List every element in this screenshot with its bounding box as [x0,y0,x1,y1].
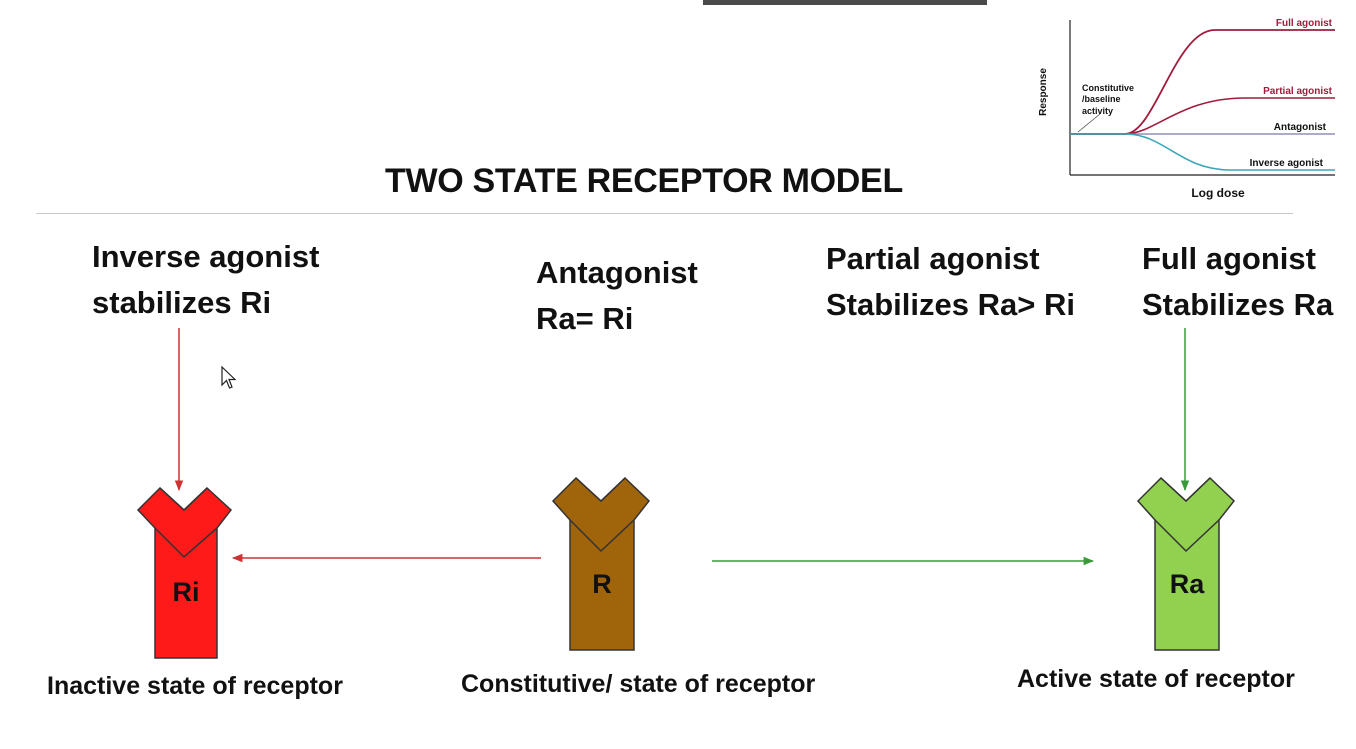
antagonist-curve-label: Antagonist [1274,122,1327,133]
title-divider [36,213,1293,214]
baseline-annotation-1: Constitutive [1082,83,1134,93]
inset-xlabel: Log dose [1191,186,1245,200]
inverse-agonist-label: Inverse agonist stabilizes Ri [92,234,319,326]
full-agonist-curve-label: Full agonist [1276,18,1333,29]
baseline-annotation-2: /baseline [1082,94,1121,104]
r-symbol: R [592,569,612,599]
page-title: TWO STATE RECEPTOR MODEL [385,162,903,200]
constitutive-caption: Constitutive/ state of receptor [461,670,816,698]
full-agonist-line2: Stabilizes Ra [1142,287,1334,322]
inactive-receptor: Ri [136,486,233,659]
active-receptor: Ra [1136,476,1236,651]
partial-agonist-line1: Partial agonist [826,241,1040,276]
baseline-annotation-3: activity [1082,106,1113,116]
partial-agonist-label: Partial agonist Stabilizes Ra> Ri [826,236,1075,328]
baseline-pointer [1077,113,1101,133]
inverse-agonist-curve-label: Inverse agonist [1250,158,1324,169]
inverse-agonist-curve [1070,133,1335,171]
active-caption: Active state of receptor [1017,665,1295,693]
inverse-agonist-line2: stabilizes Ri [92,285,272,320]
inverse-agonist-line1: Inverse agonist [92,239,320,274]
partial-agonist-curve-label: Partial agonist [1263,86,1333,97]
partial-agonist-line2: Stabilizes Ra> Ri [826,287,1075,322]
dose-response-inset: Response Log dose Constitutive /baseline… [1038,18,1335,200]
antagonist-label: Antagonist Ra= Ri [536,250,698,342]
constitutive-receptor: R [551,476,651,651]
full-agonist-curve [1070,29,1335,135]
top-bar [703,0,987,5]
antagonist-line1: Antagonist [536,255,698,290]
inactive-caption: Inactive state of receptor [47,672,343,700]
full-agonist-line1: Full agonist [1142,241,1316,276]
inset-ylabel: Response [1038,68,1049,116]
ra-symbol: Ra [1170,569,1205,599]
antagonist-line2: Ra= Ri [536,301,634,336]
mouse-cursor-icon [221,365,237,389]
ri-symbol: Ri [173,577,200,607]
full-agonist-label: Full agonist Stabilizes Ra [1142,236,1333,328]
